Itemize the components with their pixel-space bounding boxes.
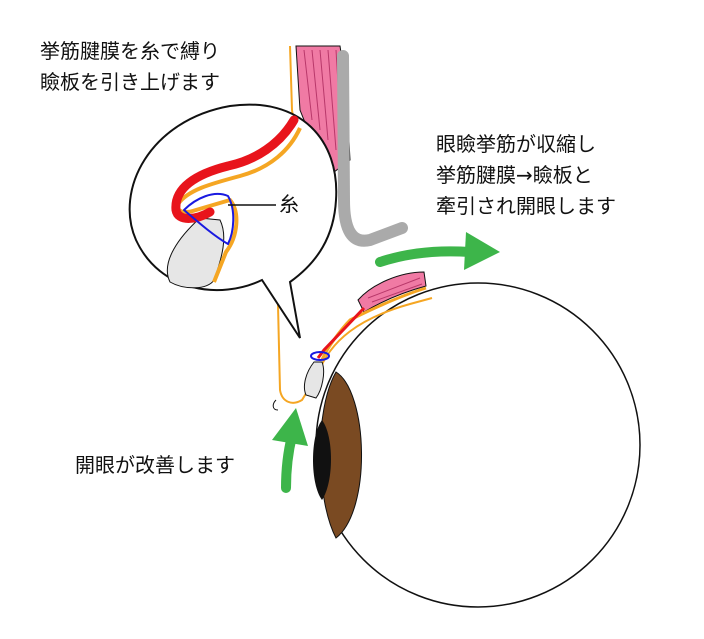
aponeurosis-lower — [320, 286, 427, 361]
result-note: 開眼が改善します — [75, 453, 235, 477]
contraction-note-line-3: 牽引され開眼します — [436, 194, 616, 218]
suture-note-line-1: 挙筋腱膜を糸で縛り — [40, 39, 220, 63]
open-arrow — [272, 408, 308, 493]
eyeball — [313, 282, 641, 608]
zoom-thread-loop — [183, 192, 235, 245]
zoom-suture-line — [171, 115, 299, 223]
tarsal-plate — [303, 361, 325, 399]
suture-line-lower — [316, 306, 366, 359]
suture-note-line-2: 瞼板を引き上げます — [40, 70, 220, 94]
thread-label: 糸 — [279, 192, 299, 216]
contraction-note: 眼瞼挙筋が収縮し 挙筋腱膜→瞼板と 牽引され開眼します — [436, 129, 616, 222]
suture-note: 挙筋腱膜を糸で縛り 瞼板を引き上げます — [40, 36, 220, 98]
lift-arrow — [375, 232, 500, 270]
thread-loop-lower — [310, 351, 330, 361]
orbital-septum — [337, 50, 408, 247]
eyelash — [272, 399, 279, 411]
contraction-note-line-2: 挙筋腱膜→瞼板と — [436, 163, 593, 187]
levator-muscle-lower — [357, 271, 427, 313]
pupil — [313, 420, 331, 500]
contraction-note-line-1: 眼瞼挙筋が収縮し — [436, 132, 596, 156]
